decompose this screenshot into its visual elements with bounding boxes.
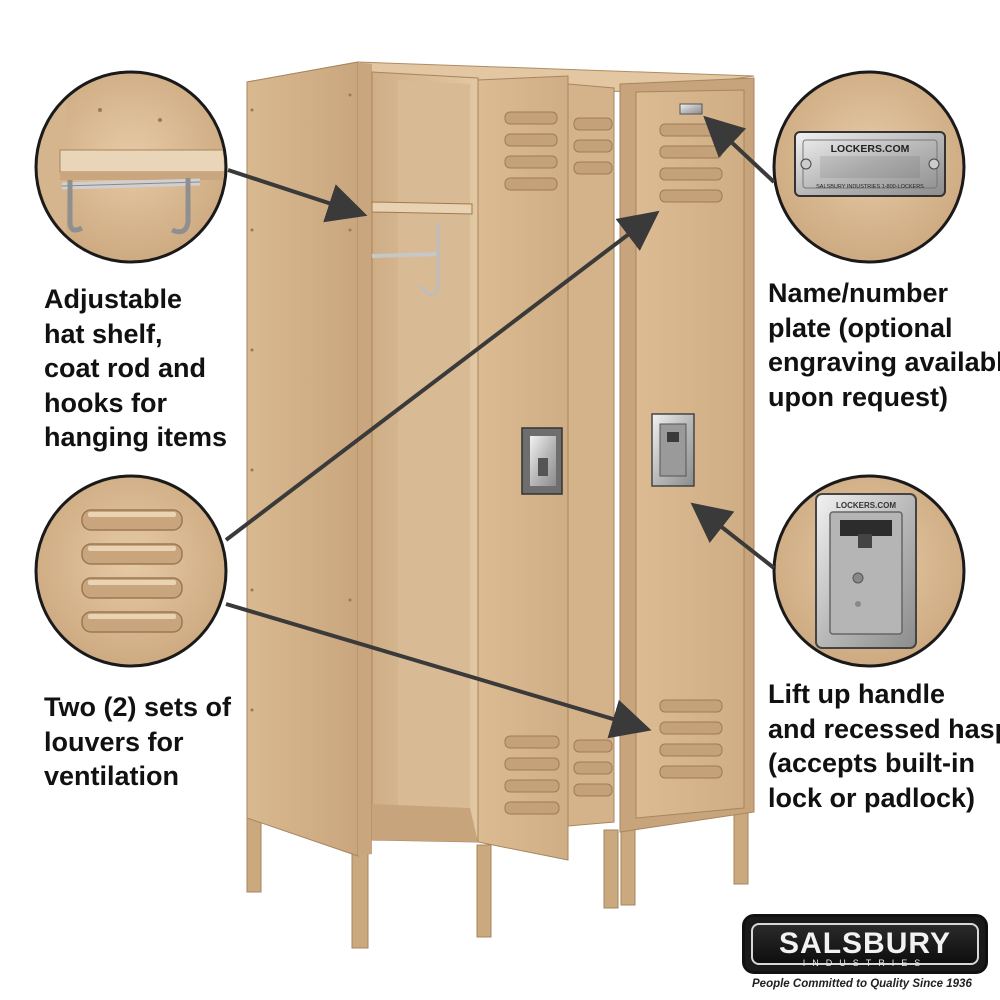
callout-shelf: Adjustable hat shelf, coat rod and hooks… bbox=[44, 282, 227, 455]
arrow-shelf bbox=[227, 168, 368, 223]
zoom-circle-nameplate: LOCKERS.COM SALSBURY INDUSTRIES 1-800-LO… bbox=[772, 70, 966, 264]
coat-hook bbox=[418, 222, 440, 296]
logo-tagline: People Committed to Quality Since 1936 bbox=[752, 978, 972, 990]
zoom-circle-shelf bbox=[34, 70, 228, 264]
locker-bank bbox=[246, 61, 755, 949]
callout-handle-line: and recessed hasp bbox=[768, 713, 1000, 744]
zoom-circle-louvers bbox=[34, 474, 228, 668]
open-door-latch bbox=[521, 427, 563, 495]
callout-louvers: Two (2) sets of louvers for ventilation bbox=[44, 690, 231, 794]
callout-shelf-line: coat rod and bbox=[44, 353, 207, 383]
arrow-nameplate bbox=[703, 115, 776, 184]
callout-handle-line: (accepts built-in bbox=[768, 748, 976, 778]
hat-shelf bbox=[371, 201, 473, 215]
nameplate-zoom: LOCKERS.COM SALSBURY INDUSTRIES 1-800-LO… bbox=[794, 131, 946, 197]
right-locker-louvers-bottom bbox=[659, 699, 723, 779]
logo-sub: INDUSTRIES bbox=[802, 958, 928, 968]
arrow-handle bbox=[690, 502, 776, 570]
locker-legs bbox=[246, 811, 749, 949]
side-panel-holes bbox=[250, 93, 352, 712]
callout-handle: Lift up handle and recessed hasp (accept… bbox=[768, 677, 1000, 815]
callout-plate-line: Name/number bbox=[768, 278, 949, 308]
callout-plate-line: upon request) bbox=[768, 381, 948, 412]
callout-louvers-line: ventilation bbox=[44, 761, 180, 791]
arrow-louver-bottom bbox=[225, 602, 652, 739]
nameplate-bottom-text: SALSBURY INDUSTRIES 1-800-LOCKERS bbox=[816, 184, 924, 190]
callout-louvers-line: louvers for bbox=[44, 726, 184, 757]
open-door-louvers-top bbox=[504, 111, 558, 191]
handle-zoom-text: LOCKERS.COM bbox=[836, 501, 896, 510]
name-plate-small bbox=[679, 103, 703, 115]
callout-shelf-line: hat shelf, bbox=[44, 318, 163, 349]
logo-frame: SALSBURY INDUSTRIES bbox=[751, 923, 979, 968]
zoom-circle-handle: LOCKERS.COM bbox=[772, 474, 966, 668]
callout-handle-line: Lift up handle bbox=[768, 679, 945, 709]
logo-brand: SALSBURY bbox=[779, 927, 951, 960]
callout-plate-line: plate (optional bbox=[768, 312, 953, 343]
locker-frame bbox=[358, 62, 372, 856]
interior-back-wall bbox=[398, 80, 470, 820]
callout-plate: Name/number plate (optional engraving av… bbox=[768, 276, 1000, 414]
open-door-louvers-bottom bbox=[504, 735, 560, 815]
callout-arrows bbox=[224, 115, 776, 739]
callout-plate-line: engraving available bbox=[768, 347, 1000, 377]
callout-shelf-line: hanging items bbox=[44, 422, 228, 452]
callout-shelf-line: Adjustable bbox=[44, 284, 183, 314]
recessed-hasp bbox=[651, 413, 695, 487]
salsbury-logo: SALSBURY INDUSTRIES bbox=[742, 914, 988, 974]
callout-louvers-line: Two (2) sets of bbox=[44, 692, 232, 722]
arrow-louver-top bbox=[224, 210, 660, 542]
middle-locker-door bbox=[567, 83, 615, 827]
handle-zoom: LOCKERS.COM bbox=[815, 493, 917, 649]
nameplate-top-text: LOCKERS.COM bbox=[831, 143, 910, 155]
callout-handle-line: lock or padlock) bbox=[768, 782, 976, 813]
callout-shelf-line: hooks for bbox=[44, 387, 168, 418]
middle-locker-louvers bbox=[573, 117, 613, 797]
coat-rod bbox=[371, 252, 439, 258]
interior-floor bbox=[372, 804, 478, 842]
